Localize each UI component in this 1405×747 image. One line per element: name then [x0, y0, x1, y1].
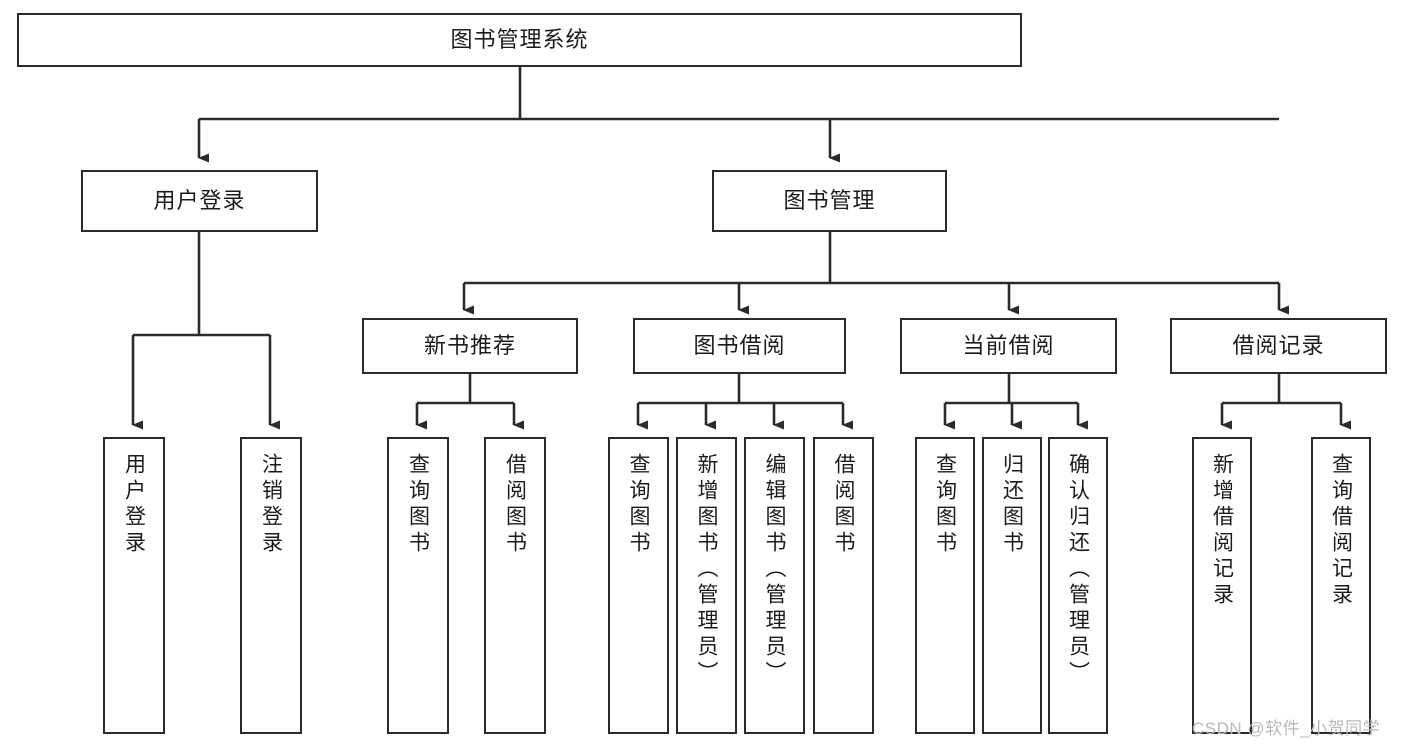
- node-label: 查询借阅记录: [1329, 453, 1353, 609]
- leaf-current-confirm-return-admin[interactable]: 确认归还（管理员）: [1048, 437, 1108, 734]
- node-label: 编辑图书（管理员）: [763, 453, 786, 687]
- node-label: 新增借阅记录: [1210, 453, 1234, 609]
- node-label: 借阅图书: [503, 453, 527, 557]
- leaf-borrow-add-book-admin[interactable]: 新增图书（管理员）: [676, 437, 737, 734]
- node-label: 借阅图书: [832, 453, 855, 557]
- leaf-record-query-record[interactable]: 查询借阅记录: [1311, 437, 1371, 734]
- node-root-book-management-system[interactable]: 图书管理系统: [17, 13, 1022, 67]
- leaf-current-return-book[interactable]: 归还图书: [982, 437, 1042, 734]
- node-book-borrow[interactable]: 图书借阅: [633, 318, 846, 374]
- node-label: 用户登录: [122, 453, 146, 557]
- leaf-recommend-borrow-book[interactable]: 借阅图书: [484, 437, 546, 734]
- node-label: 图书管理: [783, 188, 876, 213]
- leaf-current-query-book[interactable]: 查询图书: [915, 437, 975, 734]
- node-label: 查询图书: [933, 453, 957, 557]
- node-label: 当前借阅: [962, 333, 1055, 358]
- node-label: 新书推荐: [423, 333, 516, 358]
- node-new-book-recommend[interactable]: 新书推荐: [362, 318, 578, 374]
- csdn-watermark: CSDN @软件_小贺同学: [1192, 719, 1381, 738]
- node-label: 新增图书（管理员）: [695, 453, 718, 687]
- leaf-recommend-query-book[interactable]: 查询图书: [387, 437, 449, 734]
- node-label: 注销登录: [259, 453, 283, 557]
- leaf-user-logout[interactable]: 注销登录: [240, 437, 302, 734]
- node-label: 图书借阅: [693, 333, 786, 358]
- leaf-borrow-query-book[interactable]: 查询图书: [608, 437, 669, 734]
- node-label: 确认归还（管理员）: [1066, 453, 1090, 687]
- leaf-borrow-borrow-book[interactable]: 借阅图书: [813, 437, 874, 734]
- node-current-borrow[interactable]: 当前借阅: [900, 318, 1117, 374]
- node-user-login[interactable]: 用户登录: [81, 170, 318, 232]
- leaf-record-add-record[interactable]: 新增借阅记录: [1192, 437, 1252, 734]
- node-label: 用户登录: [153, 188, 246, 213]
- node-label: 图书管理系统: [450, 27, 589, 52]
- node-label: 查询图书: [406, 453, 430, 557]
- node-label: 查询图书: [627, 453, 650, 557]
- leaf-borrow-edit-book-admin[interactable]: 编辑图书（管理员）: [744, 437, 805, 734]
- node-borrow-record[interactable]: 借阅记录: [1170, 318, 1387, 374]
- node-book-management[interactable]: 图书管理: [712, 170, 947, 232]
- node-label: 借阅记录: [1232, 333, 1325, 358]
- leaf-user-login[interactable]: 用户登录: [103, 437, 165, 734]
- node-label: 归还图书: [1000, 453, 1024, 557]
